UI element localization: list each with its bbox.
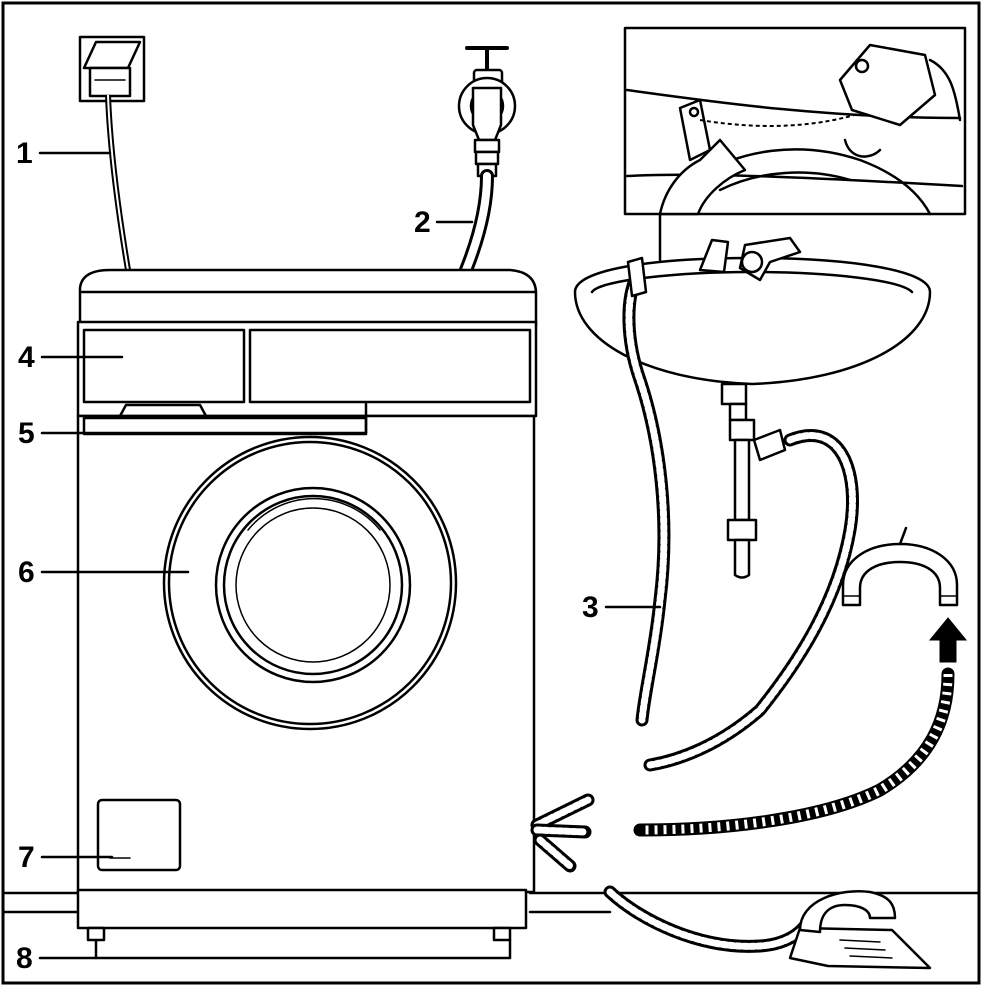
- drain-hose-trap: [643, 429, 859, 772]
- washing-machine: [76, 268, 538, 942]
- detergent-drawer: [82, 328, 246, 404]
- wall-socket: [78, 35, 146, 103]
- drain-hose-outlet: [530, 793, 595, 873]
- adjustable-foot-right: [492, 926, 512, 942]
- callout-2: 2: [414, 206, 431, 239]
- drain-hose-loose: [633, 667, 955, 837]
- callout-5: 5: [18, 417, 35, 450]
- floor-drain: [603, 885, 932, 970]
- door-opener-flap: [82, 416, 368, 436]
- up-arrow-icon: [928, 617, 968, 663]
- callout-6: 6: [18, 556, 35, 589]
- callout-8: 8: [16, 942, 33, 975]
- service-hatch: [96, 798, 182, 872]
- callout-4: 4: [18, 341, 35, 374]
- callout-1: 1: [16, 137, 33, 170]
- water-inlet-hose: [459, 169, 494, 277]
- callout-3: 3: [582, 591, 599, 624]
- power-cable: [105, 94, 131, 271]
- door-porthole: [162, 435, 458, 731]
- callout-7: 7: [18, 841, 35, 874]
- leader-lines: [38, 151, 662, 960]
- adjustable-foot-left: [86, 926, 106, 942]
- water-tap: [457, 46, 517, 178]
- inset-detail: [623, 26, 967, 216]
- control-panel-cover: [248, 328, 532, 404]
- drain-hose-basin: [622, 256, 671, 727]
- hose-guide-u-bend: [841, 526, 959, 607]
- wash-basin: [573, 236, 932, 579]
